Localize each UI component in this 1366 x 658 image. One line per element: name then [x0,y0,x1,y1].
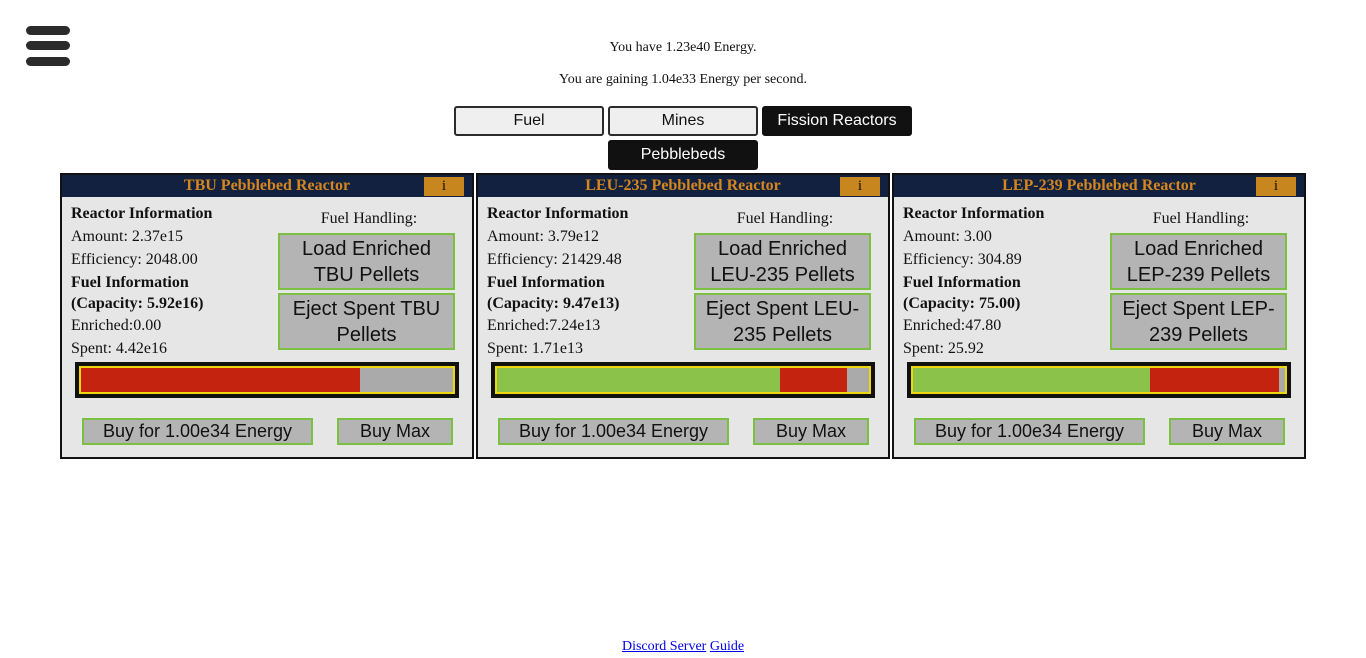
fuel-bar-enriched [497,368,780,392]
fuel-enriched: Enriched:0.00 [71,317,162,334]
fuel-handling-label: Fuel Handling: [736,210,834,227]
fuel-spent: Spent: 4.42e16 [71,340,167,357]
load-enriched-button[interactable]: Load Enriched LEP-239 Pellets [1110,233,1287,290]
fuel-bar-enriched [913,368,1150,392]
reactor-info-heading: Reactor Information [903,205,1045,222]
fuel-spent: Spent: 1.71e13 [487,340,583,357]
info-button[interactable]: i [840,177,880,196]
reactor-card-leu-235: LEU-235 Pebblebed Reactor i Reactor Info… [476,173,890,459]
fuel-spent: Spent: 25.92 [903,340,984,357]
subtab-pebblebeds[interactable]: Pebblebeds [608,140,758,170]
tab-fuel[interactable]: Fuel [454,106,604,136]
hamburger-menu-icon[interactable] [26,26,70,70]
reactor-info: Reactor Information Amount: 3.00 Efficie… [903,202,1103,360]
buy-reactor-button[interactable]: Buy for 1.00e34 Energy [82,418,313,445]
fuel-bar-spent [1149,368,1279,392]
fuel-bar-spent [81,368,360,392]
main-tabs: Fuel Mines Fission Reactors [0,106,1366,136]
buy-max-button[interactable]: Buy Max [753,418,869,445]
fuel-bar-track [911,366,1287,394]
info-button[interactable]: i [424,177,464,196]
reactor-info-heading: Reactor Information [487,205,629,222]
reactor-list: TBU Pebblebed Reactor i Reactor Informat… [60,173,1308,459]
load-enriched-button[interactable]: Load Enriched LEU-235 Pellets [694,233,871,290]
reactor-info: Reactor Information Amount: 2.37e15 Effi… [71,202,271,360]
reactor-efficiency: Efficiency: 2048.00 [71,251,198,268]
load-enriched-button[interactable]: Load Enriched TBU Pellets [278,233,455,290]
menu-bar [26,41,70,50]
discord-server-link[interactable]: Discord Server [621,639,707,654]
fuel-capacity: (Capacity: 9.47e13) [487,295,620,312]
fuel-info-heading: Fuel Information [903,274,1021,291]
reactor-title: TBU Pebblebed Reactor [62,175,472,197]
menu-bar [26,26,70,35]
energy-stats: You have 1.23e40 Energy. You are gaining… [0,39,1366,103]
fuel-info-heading: Fuel Information [487,274,605,291]
reactor-amount: Amount: 3.00 [903,228,992,245]
buy-reactor-button[interactable]: Buy for 1.00e34 Energy [914,418,1145,445]
fuel-info-heading: Fuel Information [71,274,189,291]
fuel-bar [907,362,1291,398]
reactor-info: Reactor Information Amount: 3.79e12 Effi… [487,202,687,360]
eject-spent-button[interactable]: Eject Spent TBU Pellets [278,293,455,350]
fuel-capacity: (Capacity: 75.00) [903,295,1021,312]
reactor-efficiency: Efficiency: 304.89 [903,251,1022,268]
footer-links: Discord Server Guide [0,639,1366,655]
energy-gain-text: You are gaining 1.04e33 Energy per secon… [559,72,807,87]
eject-spent-button[interactable]: Eject Spent LEU-235 Pellets [694,293,871,350]
fuel-enriched: Enriched:47.80 [903,317,1002,334]
reactor-card-tbu: TBU Pebblebed Reactor i Reactor Informat… [60,173,474,459]
info-button[interactable]: i [1256,177,1296,196]
sub-tabs: Pebblebeds [0,140,1366,170]
reactor-title: LEP-239 Pebblebed Reactor [894,175,1304,197]
buy-max-button[interactable]: Buy Max [337,418,453,445]
fuel-bar-spent [779,368,847,392]
eject-spent-button[interactable]: Eject Spent LEP-239 Pellets [1110,293,1287,350]
reactor-title: LEU-235 Pebblebed Reactor [478,175,888,197]
menu-bar [26,57,70,66]
reactor-info-heading: Reactor Information [71,205,213,222]
fuel-handling-label: Fuel Handling: [320,210,418,227]
buy-max-button[interactable]: Buy Max [1169,418,1285,445]
tab-mines[interactable]: Mines [608,106,758,136]
energy-amount-text: You have 1.23e40 Energy. [609,40,757,55]
fuel-capacity: (Capacity: 5.92e16) [71,295,204,312]
guide-link[interactable]: Guide [709,639,745,654]
buy-reactor-button[interactable]: Buy for 1.00e34 Energy [498,418,729,445]
reactor-card-lep-239: LEP-239 Pebblebed Reactor i Reactor Info… [892,173,1306,459]
tab-fission-reactors[interactable]: Fission Reactors [762,106,912,136]
fuel-bar-track [79,366,455,394]
reactor-amount: Amount: 3.79e12 [487,228,599,245]
fuel-handling-label: Fuel Handling: [1152,210,1250,227]
fuel-bar [491,362,875,398]
fuel-bar [75,362,459,398]
reactor-amount: Amount: 2.37e15 [71,228,183,245]
fuel-bar-track [495,366,871,394]
reactor-efficiency: Efficiency: 21429.48 [487,251,622,268]
fuel-enriched: Enriched:7.24e13 [487,317,601,334]
